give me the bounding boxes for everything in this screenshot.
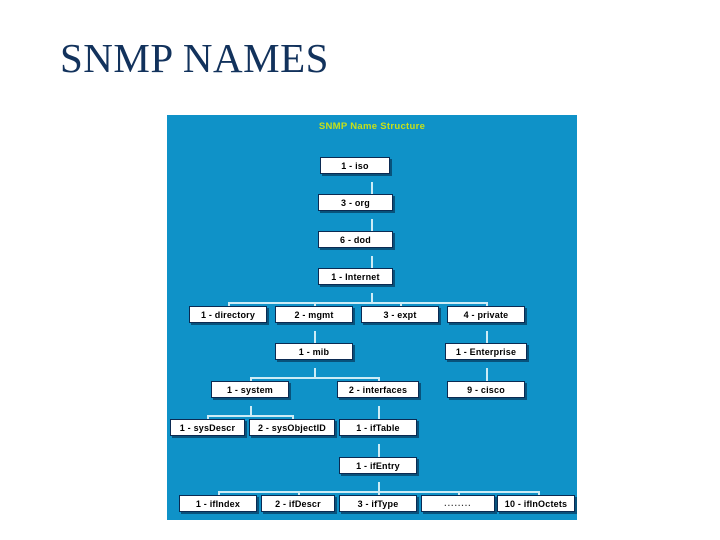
node-ifinoctets[interactable]: 10 - ifInOctets <box>497 495 575 512</box>
node-org[interactable]: 3 - org <box>318 194 393 211</box>
page-title: SNMP NAMES <box>60 35 329 81</box>
connector-iftable-ifentry <box>378 444 380 465</box>
node-iftype[interactable]: 3 - ifType <box>339 495 417 512</box>
connector-enterprise-cisco <box>486 368 488 389</box>
connector-org-dod <box>371 219 373 239</box>
node-system[interactable]: 1 - system <box>211 381 289 398</box>
node-expt[interactable]: 3 - expt <box>361 306 439 323</box>
node-directory[interactable]: 1 - directory <box>189 306 267 323</box>
connector-system-bus <box>207 415 292 417</box>
connector-private-enterprise <box>486 331 488 351</box>
node-interfaces[interactable]: 2 - interfaces <box>337 381 419 398</box>
node-sysobjectid[interactable]: 2 - sysObjectID <box>249 419 335 436</box>
node-ellipsis: ........ <box>421 495 495 512</box>
connector-ifentry-down <box>378 482 380 491</box>
node-mib[interactable]: 1 - mib <box>275 343 353 360</box>
connector-iso-org <box>371 182 373 202</box>
node-iftable[interactable]: 1 - ifTable <box>339 419 417 436</box>
node-sysdescr[interactable]: 1 - sysDescr <box>170 419 245 436</box>
connector-interfaces-iftable <box>378 406 380 427</box>
connector-system-down <box>250 406 252 415</box>
node-private[interactable]: 4 - private <box>447 306 525 323</box>
node-internet[interactable]: 1 - Internet <box>318 268 393 285</box>
node-mgmt[interactable]: 2 - mgmt <box>275 306 353 323</box>
node-ifentry[interactable]: 1 - ifEntry <box>339 457 417 474</box>
node-iso[interactable]: 1 - iso <box>320 157 390 174</box>
connector-mgmt-mib <box>314 331 316 351</box>
node-ifindex[interactable]: 1 - ifIndex <box>179 495 257 512</box>
node-dod[interactable]: 6 - dod <box>318 231 393 248</box>
snmp-name-structure-diagram: SNMP Name Structure <box>167 115 577 520</box>
node-enterprise[interactable]: 1 - Enterprise <box>445 343 527 360</box>
diagram-title: SNMP Name Structure <box>318 121 426 132</box>
connector-mib-down <box>314 368 316 377</box>
connector-internet-bus <box>228 302 486 304</box>
connector-dod-internet <box>371 256 373 276</box>
connector-mib-bus <box>250 377 380 379</box>
node-ifdescr[interactable]: 2 - ifDescr <box>261 495 335 512</box>
node-cisco[interactable]: 9 - cisco <box>447 381 525 398</box>
connector-internet-down <box>371 293 373 302</box>
